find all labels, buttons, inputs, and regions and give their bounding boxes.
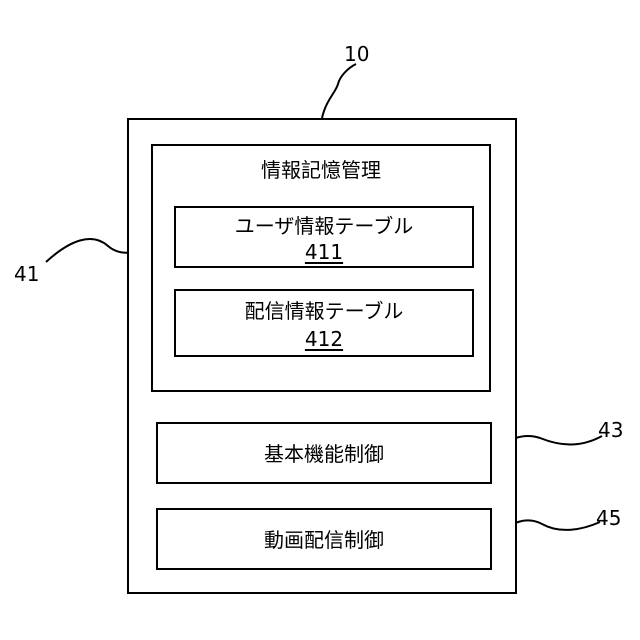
distribution-info-table-ref: 412 — [305, 327, 343, 351]
user-info-table-ref: 411 — [305, 240, 343, 264]
video-control-ref-label: 45 — [596, 508, 621, 528]
basic-control-title: 基本機能制御 — [158, 444, 490, 464]
basic-control-ref-label: 43 — [598, 420, 623, 440]
video-control-title: 動画配信制御 — [158, 530, 490, 550]
storage-ref-label: 41 — [14, 264, 39, 284]
leader-line-10 — [322, 64, 356, 118]
video-control-box: 動画配信制御 — [156, 508, 492, 570]
distribution-info-table-box: 配信情報テーブル 412 — [174, 289, 474, 357]
distribution-info-table-name: 配信情報テーブル — [176, 301, 472, 321]
user-info-table-name: ユーザ情報テーブル — [176, 216, 472, 236]
device-ref-label: 10 — [344, 44, 369, 64]
storage-title: 情報記憶管理 — [153, 160, 489, 180]
basic-control-box: 基本機能制御 — [156, 422, 492, 484]
user-info-table-box: ユーザ情報テーブル 411 — [174, 206, 474, 268]
